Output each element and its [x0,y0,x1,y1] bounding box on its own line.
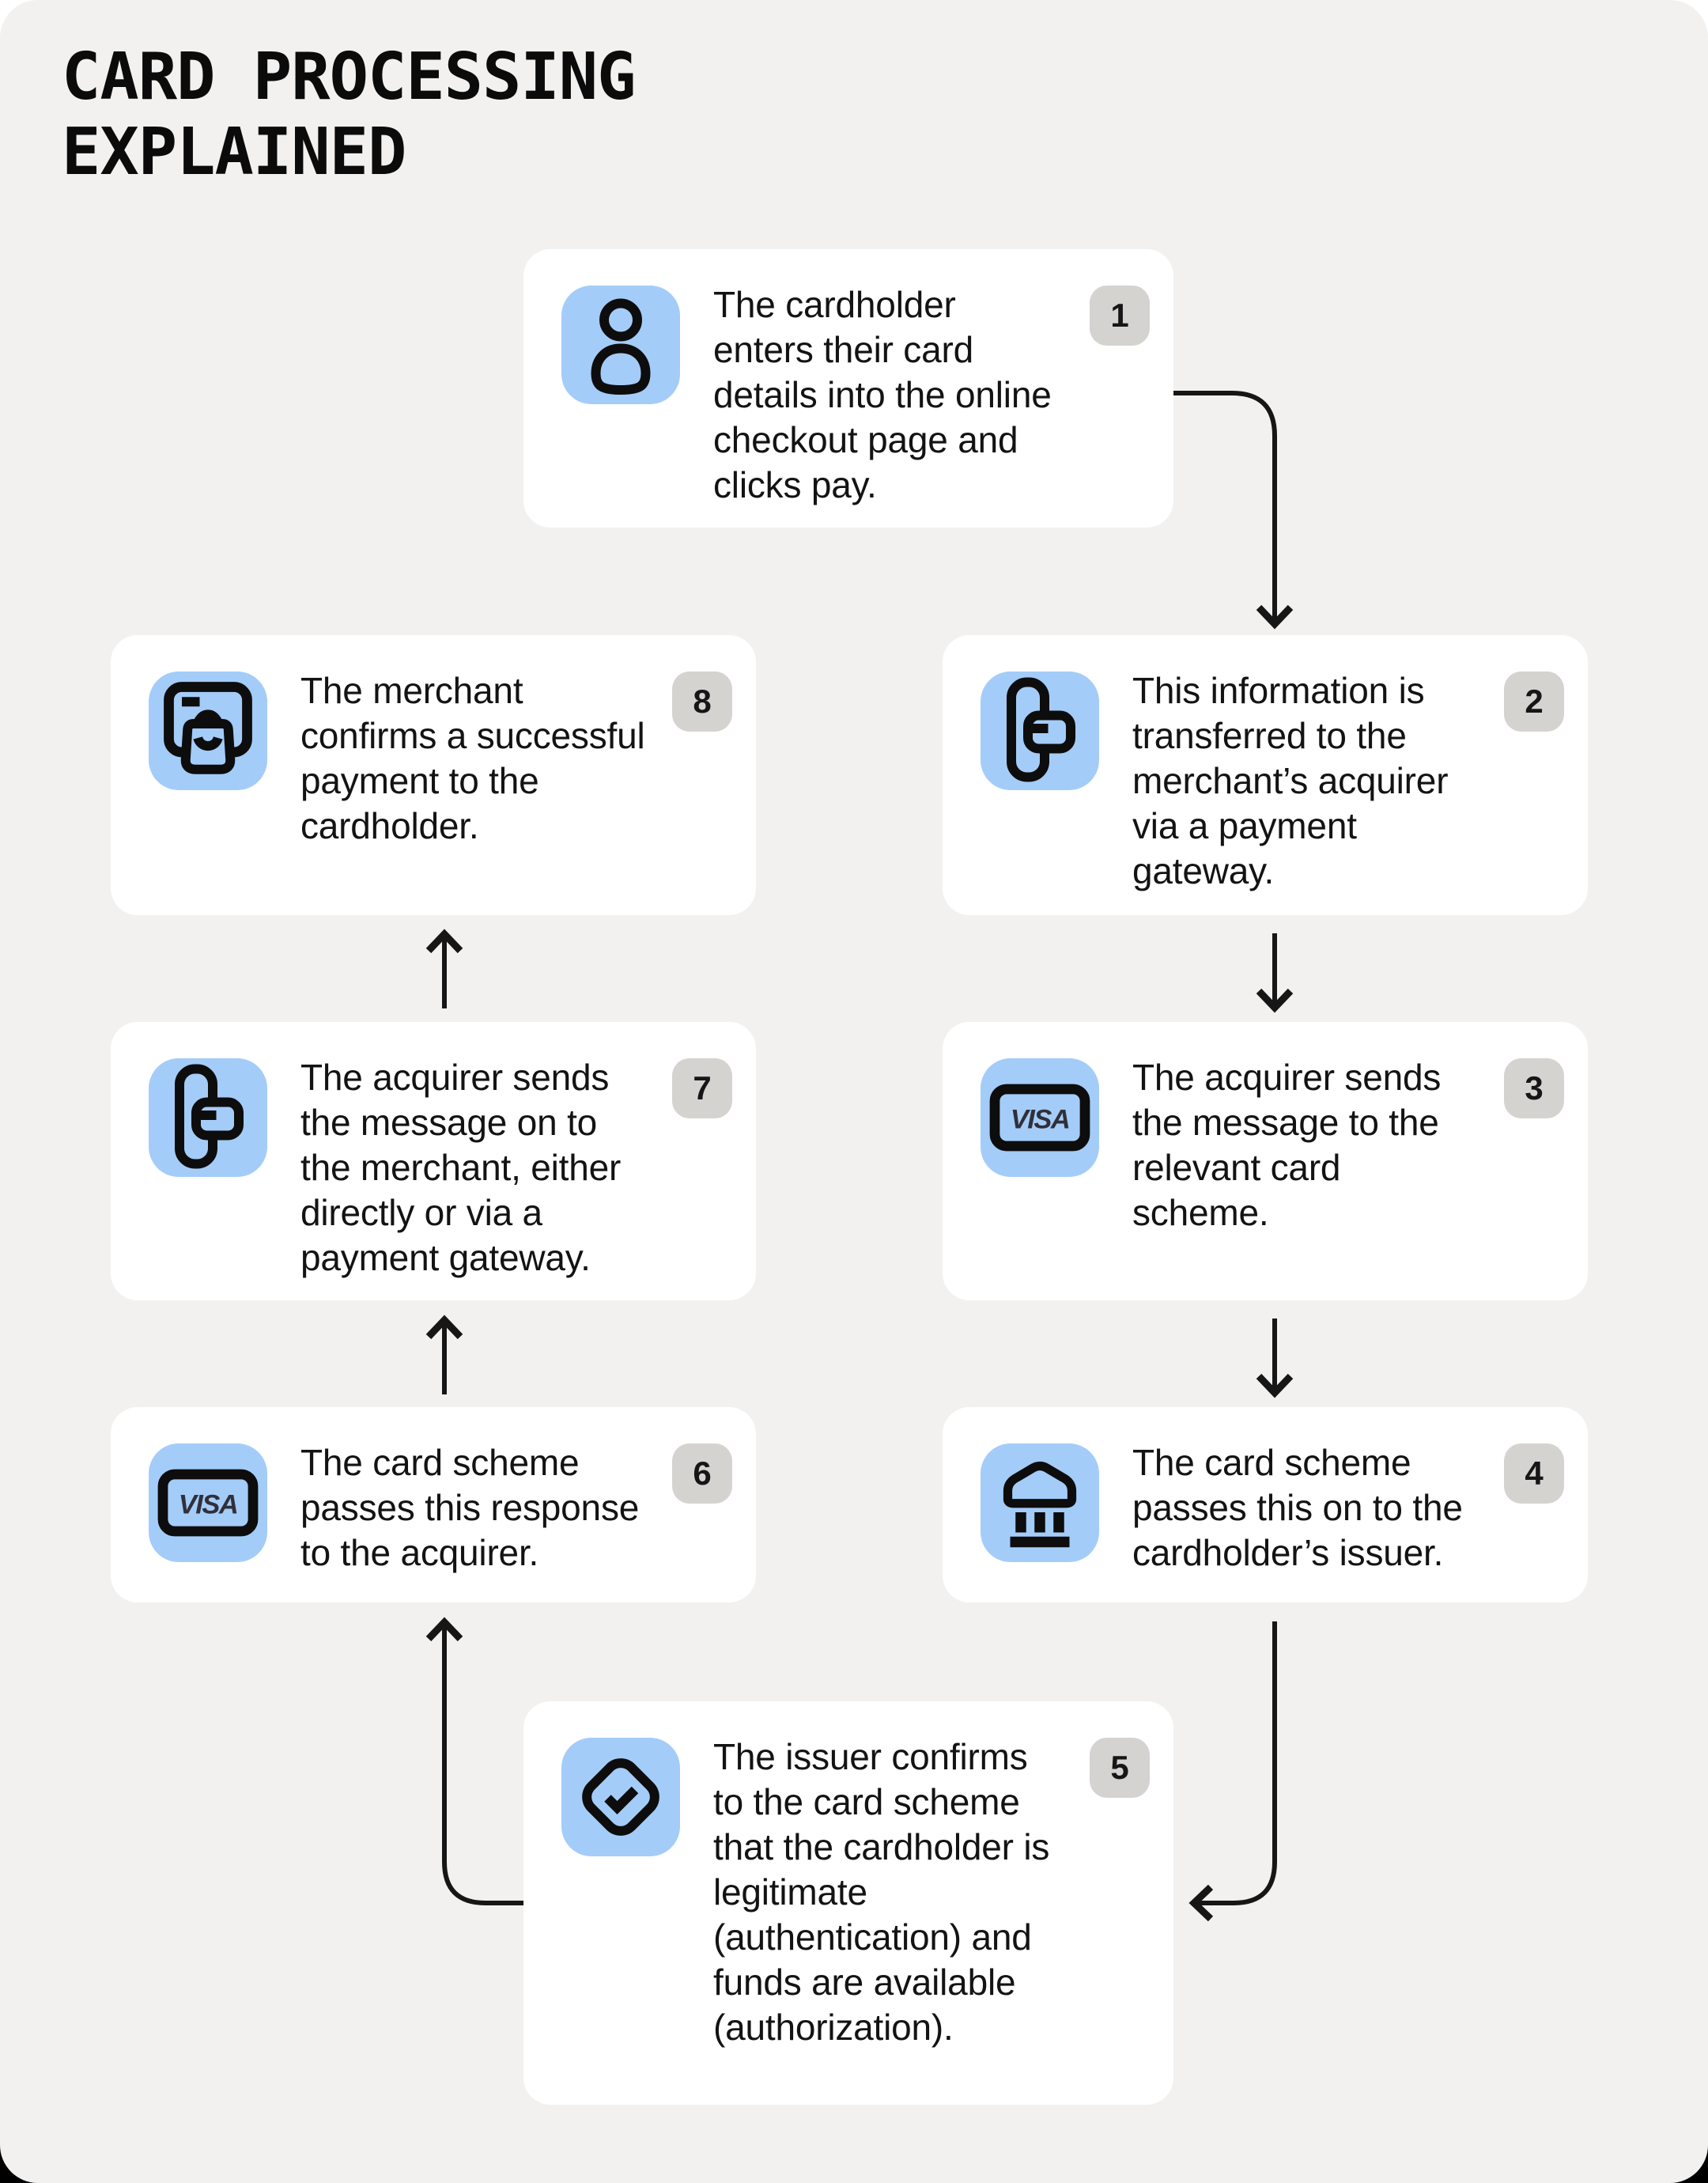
step-card-2: This information is transferred to the m… [943,635,1588,915]
step-card-7: The acquirer sends the message on to the… [111,1022,756,1300]
step-number: 7 [693,1069,712,1107]
arrow-step1-to-step2 [1173,391,1277,620]
step-card-6: VISA The card scheme passes this respons… [111,1407,756,1602]
visa-card-icon: VISA [149,1443,267,1562]
step-number-badge: 6 [672,1443,732,1504]
arrowhead-step7 [425,1315,463,1340]
step-text: This information is transferred to the m… [1132,670,1449,891]
step-text: The card scheme passes this on to the ca… [1132,1442,1463,1573]
arrowhead-step2 [1256,604,1294,630]
step-number-badge: 5 [1090,1738,1150,1798]
payment-gateway-icon [981,672,1099,790]
visa-label: VISA [1011,1105,1070,1135]
step-card-1: The cardholder enters their card details… [523,249,1173,528]
step-number-badge: 7 [672,1058,732,1118]
step-number: 4 [1525,1455,1544,1492]
bank-issuer-icon [981,1443,1099,1562]
step-text: The merchant confirms a successful payme… [300,670,645,846]
arrow-step4-to-step5 [1199,1621,1277,1905]
step-number-badge: 1 [1090,286,1150,346]
visa-label: VISA [179,1490,238,1520]
arrowhead-step8 [425,929,463,954]
step-text: The acquirer sends the message on to the… [300,1057,622,1278]
step-number: 6 [693,1455,712,1492]
merchant-terminal-icon [149,672,267,790]
arrowhead-step4 [1256,1373,1294,1398]
step-number: 2 [1525,683,1544,720]
step-number: 5 [1110,1749,1129,1786]
step-number-badge: 2 [1504,672,1564,732]
visa-card-icon: VISA [981,1058,1099,1177]
step-card-4: The card scheme passes this on to the ca… [943,1407,1588,1602]
approved-check-icon [561,1738,680,1856]
step-card-5: The issuer confirms to the card scheme t… [523,1701,1173,2105]
step-number: 3 [1525,1069,1544,1107]
step-text: The issuer confirms to the card scheme t… [713,1736,1050,2048]
arrow-step5-to-step6 [442,1626,523,1905]
arrowhead-step6 [425,1617,463,1642]
arrowhead-step5 [1188,1884,1214,1922]
step-number: 8 [693,683,712,720]
step-text: The cardholder enters their card details… [713,284,1052,505]
step-text: The acquirer sends the message to the re… [1132,1057,1442,1233]
step-number-badge: 4 [1504,1443,1564,1504]
step-card-8: The merchant confirms a successful payme… [111,635,756,915]
step-card-3: VISA The acquirer sends the message to t… [943,1022,1588,1300]
cardholder-person-icon [561,286,680,404]
arrowhead-step3 [1256,988,1294,1013]
step-number: 1 [1110,297,1129,334]
step-number-badge: 8 [672,672,732,732]
page-title: CARD PROCESSING EXPLAINED [62,40,637,190]
step-number-badge: 3 [1504,1058,1564,1118]
payment-gateway-icon [149,1058,267,1177]
step-text: The card scheme passes this response to … [300,1442,640,1573]
